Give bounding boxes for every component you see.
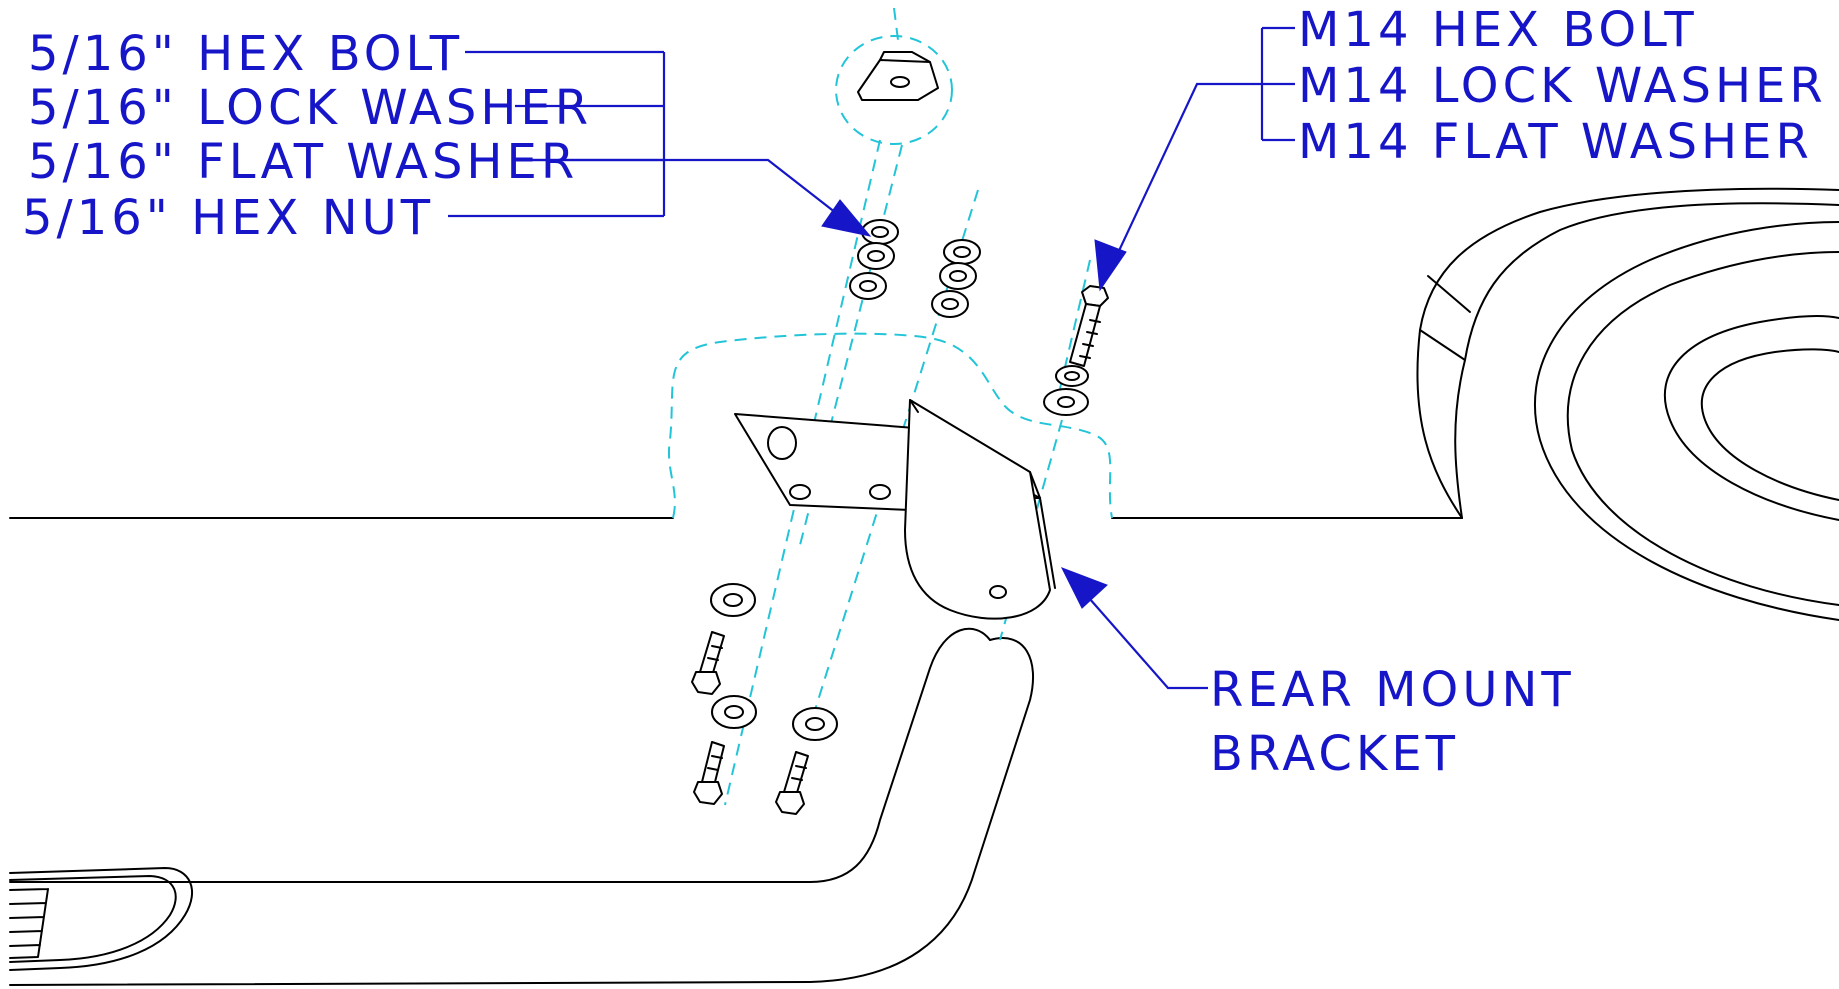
wheel-opening-outer <box>1416 187 1839 519</box>
lower-bolt-left-top <box>691 583 756 695</box>
axis-line-5 <box>1054 259 1091 411</box>
tire-arc-mid <box>1566 251 1839 606</box>
vehicle-body-outline <box>9 187 1839 621</box>
label-m14-flat-washer: M14 FLAT WASHER <box>1298 114 1813 170</box>
washer-stack-left <box>849 219 899 300</box>
tube-end-cap <box>9 867 194 971</box>
tire-arc-inner <box>1664 315 1839 521</box>
leader-left-arrow-line <box>518 158 846 221</box>
tire-arc-hub <box>1700 348 1839 501</box>
bracket-vertical-flange <box>904 399 1051 620</box>
arrowhead-right <box>1094 239 1127 292</box>
centerline-top <box>893 7 899 41</box>
label-m14-lock-washer: M14 LOCK WASHER <box>1298 58 1827 114</box>
callout-labels: 5/16" HEX BOLT 5/16" LOCK WASHER 5/16" F… <box>22 2 1827 782</box>
step-pad-ribs <box>9 888 49 959</box>
m14-bolt-assembly <box>1043 285 1109 416</box>
body-cutout-dashed <box>668 332 1113 519</box>
tube-top-edge <box>9 627 991 883</box>
wheel-opening-inner <box>1454 202 1839 519</box>
leader-right-arrow-line <box>1109 82 1262 271</box>
tube-end-cap-inner <box>9 875 177 963</box>
lower-bolt-left-bottom <box>693 695 757 805</box>
detail-nut <box>857 51 939 101</box>
running-board-tube <box>9 627 1035 986</box>
label-5-16-hex-bolt: 5/16" HEX BOLT <box>28 26 463 82</box>
nut-detail-circle <box>835 35 953 145</box>
tire-arc-outer <box>1534 221 1839 621</box>
label-5-16-hex-nut: 5/16" HEX NUT <box>22 190 434 246</box>
label-rear-mount: REAR MOUNT <box>1210 662 1575 718</box>
label-5-16-lock-washer: 5/16" LOCK WASHER <box>28 80 592 136</box>
label-5-16-flat-washer: 5/16" FLAT WASHER <box>28 134 578 190</box>
lower-bolt-right <box>775 707 838 815</box>
tube-bottom-edge <box>9 637 1035 986</box>
callout-leaders <box>448 26 1295 690</box>
rear-mount-bracket <box>734 399 1056 620</box>
arrowhead-bracket <box>1060 567 1108 609</box>
leader-bracket-line <box>1081 589 1208 690</box>
label-bracket: BRACKET <box>1210 726 1459 782</box>
arrowhead-left <box>821 199 872 237</box>
washer-stack-right <box>931 239 981 318</box>
label-m14-hex-bolt: M14 HEX BOLT <box>1298 2 1698 58</box>
wheel-well-edge <box>1419 275 1471 361</box>
